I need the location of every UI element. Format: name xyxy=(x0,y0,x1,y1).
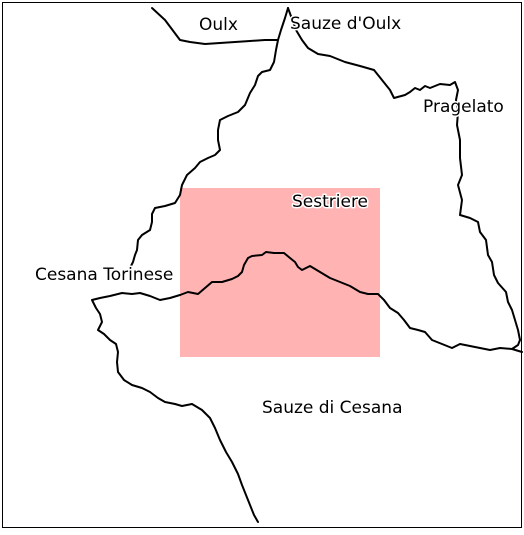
boundary-pragelato xyxy=(287,7,521,350)
boundary-oulx xyxy=(151,7,289,45)
boundary-sestriere-south xyxy=(179,251,523,353)
boundary-cesana-west xyxy=(91,292,259,523)
boundary-sauze-doulx xyxy=(129,39,279,269)
highlight-area[interactable] xyxy=(180,188,380,357)
